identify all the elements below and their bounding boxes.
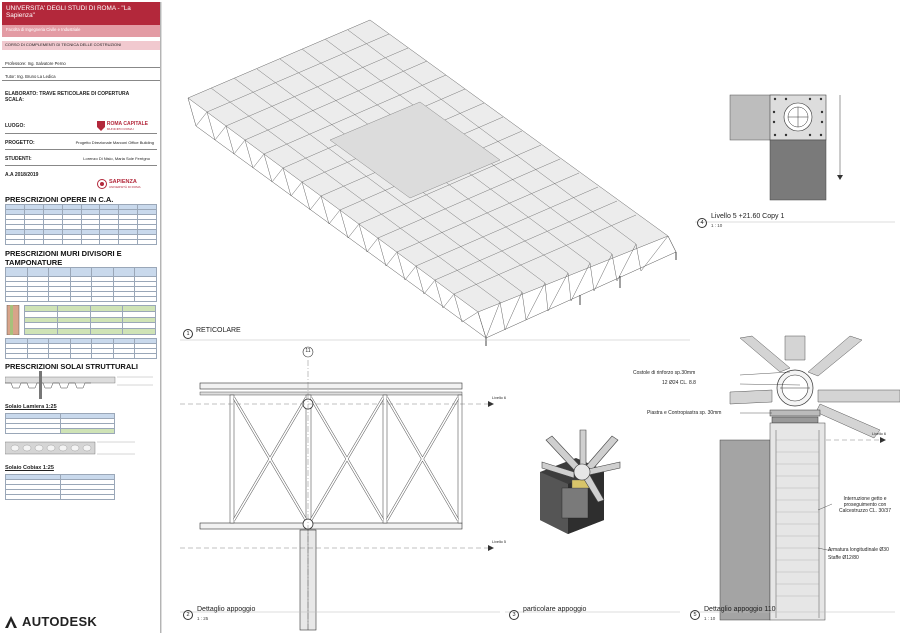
panel2-title: Dettaglio appoggio xyxy=(197,606,256,613)
dettaglio-appoggio-110 xyxy=(719,335,900,621)
cobiax-loads-table xyxy=(5,474,115,500)
solaio-cobiax-section xyxy=(4,441,135,455)
particolare-appoggio-3d xyxy=(540,429,621,534)
panel4-title: Livello 5 +21.60 Copy 1 xyxy=(711,213,785,220)
studenti-label: STUDENTI: xyxy=(5,156,32,162)
elaborato-label: ELABORATO: xyxy=(5,91,38,97)
panel1-title: RETICOLARE xyxy=(196,327,241,334)
prescrizioni-muri-heading: PRESCRIZIONI MURI DIVISORI E TAMPONATURE xyxy=(5,249,122,267)
solaio-lamiera-section xyxy=(4,371,153,399)
dettaglio-appoggio-elevation xyxy=(180,346,494,631)
wall-sections xyxy=(5,305,157,335)
reticolare-isometric-view xyxy=(187,19,677,346)
livello5-plan-detail xyxy=(729,94,843,201)
scala-label: SCALA: xyxy=(5,97,24,103)
sapienza-logo: SAPIENZA UNIVERSITÀ DI ROMA xyxy=(97,179,160,189)
roma-logo-text: ROMA CAPITALE xyxy=(106,121,148,127)
panel4-scale: 1 : 10 xyxy=(711,223,723,228)
panel5-title: Dettaglio appoggio 110 xyxy=(704,606,776,613)
lamiera-loads-table xyxy=(5,413,115,434)
armatura-note: Armatura longitudinale Ø30 xyxy=(828,547,889,553)
panel4-number: 4 xyxy=(697,218,707,228)
faculty-header: Facolta di Ingegneria Civile e Industria… xyxy=(2,25,160,37)
roma-capitale-logo: ROMA CAPITALE MUNICIPIO ROMA I xyxy=(96,121,148,131)
wall-section-drawing xyxy=(6,305,20,335)
prescrizioni-solai-heading: PRESCRIZIONI SOLAI STRUTTURALI xyxy=(5,362,138,371)
muri-spec-table xyxy=(5,267,157,302)
prescrizioni-ca-heading: PRESCRIZIONI OPERE IN C.A. xyxy=(5,195,114,204)
sapienza-logo-text: SAPIENZA xyxy=(109,179,137,185)
professor-row: Professore: Ing. Salvatore Perno xyxy=(2,58,160,68)
elaborato-value: TRAVE RETICOLARE DI COPERTURA xyxy=(39,91,130,97)
bolts-note: 12 Ø24 CL. 8.8 xyxy=(662,380,696,386)
sapienza-logo-sub: UNIVERSITÀ DI ROMA xyxy=(109,185,141,189)
autodesk-text: AUTODESK xyxy=(22,614,98,629)
tutor-row: Tutor: Ing. Bruno La Ledica xyxy=(2,71,160,81)
panel3-number: 3 xyxy=(509,610,519,620)
anno-accademico: A.A 2018/2019 xyxy=(5,172,39,178)
costole-note: Costole di rinforzo sp.30mm xyxy=(633,370,696,376)
panel2-number: 2 xyxy=(183,610,193,620)
interruzione-note: Interruzione getto e proseguimento con C… xyxy=(839,496,891,514)
roma-logo-sub: MUNICIPIO ROMA I xyxy=(106,127,135,131)
solaio-lamiera-title: Solaio Lamiera 1:25 xyxy=(5,404,57,410)
roma-crest-icon xyxy=(96,121,105,131)
progetto-value: Progetto Direzionale Marconi Office Buil… xyxy=(75,140,154,145)
panel3-title: particolare appoggio xyxy=(523,606,587,613)
wall-layers-table xyxy=(24,305,156,335)
staffe-note: Staffe Ø12/80 xyxy=(828,555,859,561)
course-bar: CORSO DI COMPLEMENTI DI TECNICA DELLE CO… xyxy=(2,41,160,50)
title-block: UNIVERSITA' DEGLI STUDI DI ROMA - "La Sa… xyxy=(2,2,161,633)
studenti-value: Lorenzo Di Nisio, Maria Sole Ferrigno xyxy=(83,156,150,161)
university-header: UNIVERSITA' DEGLI STUDI DI ROMA - "La Sa… xyxy=(2,2,160,25)
level-lower-label: Livello 5 xyxy=(492,540,506,544)
autodesk-logo: AUTODESK xyxy=(4,614,97,629)
level-upper-label: Livello 6 xyxy=(492,396,506,400)
panel5-scale: 1 : 10 xyxy=(704,616,716,621)
level-detail-label: Livello 6 xyxy=(872,432,886,436)
panel1-number: 1 xyxy=(183,329,193,339)
panel5-number: 5 xyxy=(690,610,700,620)
panel2-scale: 1 : 25 xyxy=(197,616,209,621)
piastra-note: Piastra e Contropiastra sp. 30mm xyxy=(647,410,722,416)
progetto-label: PROGETTO: xyxy=(5,140,35,146)
carichi-table xyxy=(5,338,157,359)
luogo-label: LUOGO: xyxy=(5,123,25,129)
grid-axis-label: 11 xyxy=(305,348,311,354)
elaborato-row: ELABORATO: TRAVE RETICOLARE DI COPERTURA xyxy=(2,91,160,97)
ca-spec-table xyxy=(5,204,157,245)
sapienza-seal-icon xyxy=(97,179,107,189)
autodesk-a-icon xyxy=(5,615,17,628)
solaio-cobiax-title: Solaio Cobiax 1:25 xyxy=(5,465,54,471)
